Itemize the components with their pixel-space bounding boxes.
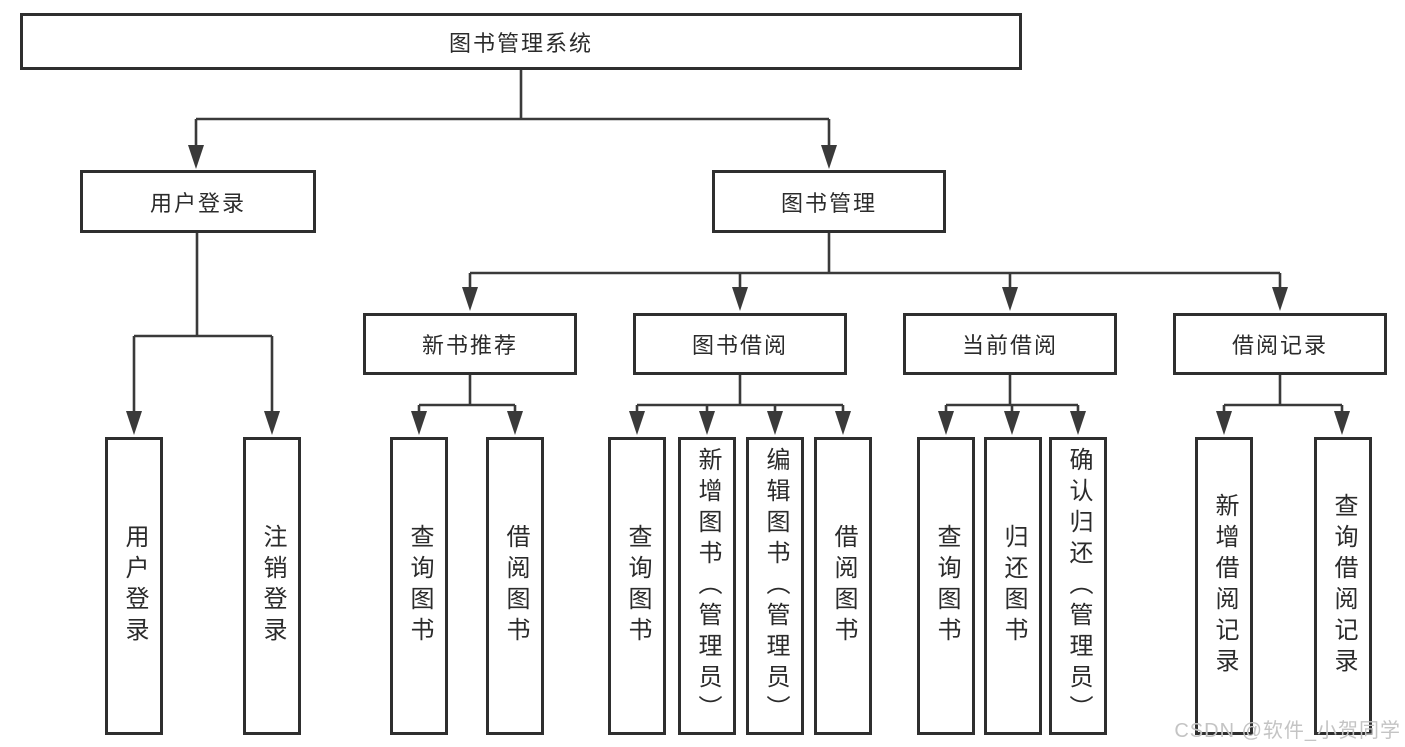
node-label: 查询图书	[624, 524, 651, 648]
leaf-borrow-books-recommend: 借阅图书	[486, 437, 544, 735]
node-borrowing-records: 借阅记录	[1173, 313, 1387, 375]
node-label: 查询借阅记录	[1330, 493, 1357, 679]
node-label: 新增借阅记录	[1211, 493, 1238, 679]
leaf-add-borrow-record: 新增借阅记录	[1195, 437, 1253, 735]
node-label: 查询图书	[933, 524, 960, 648]
node-label: 用户登录	[121, 524, 148, 648]
node-label: 图书管理系统	[448, 30, 593, 56]
leaf-query-books-recommend: 查询图书	[390, 437, 448, 735]
arrowhead-icons	[126, 145, 1350, 435]
leaf-confirm-return-admin: 确认归还（管理员）	[1049, 437, 1107, 735]
node-label: 借阅记录	[1231, 333, 1328, 358]
node-book-management: 图书管理	[712, 170, 946, 233]
leaf-borrow-books-borrowing: 借阅图书	[814, 437, 872, 735]
tree-branch-lines	[132, 69, 1344, 414]
node-book-borrowing: 图书借阅	[633, 313, 847, 375]
node-label: 查询图书	[406, 524, 433, 648]
leaf-query-books-borrowing: 查询图书	[608, 437, 666, 735]
node-new-book-recommendation: 新书推荐	[363, 313, 577, 375]
node-label: 借阅图书	[502, 524, 529, 648]
csdn-watermark: CSDN @软件_小贺同学	[1174, 720, 1401, 742]
node-label: 确认归还（管理员）	[1065, 446, 1092, 726]
node-current-borrowing: 当前借阅	[903, 313, 1117, 375]
leaf-logout: 注销登录	[243, 437, 301, 735]
leaf-query-books-current: 查询图书	[917, 437, 975, 735]
node-label: 编辑图书（管理员）	[762, 446, 789, 726]
leaf-add-book-admin: 新增图书（管理员）	[678, 437, 736, 735]
leaf-return-books: 归还图书	[984, 437, 1042, 735]
leaf-query-borrow-record: 查询借阅记录	[1314, 437, 1372, 735]
node-label: 注销登录	[259, 524, 286, 648]
node-label: 用户登录	[149, 190, 246, 216]
leaf-user-login: 用户登录	[105, 437, 163, 735]
node-label: 新增图书（管理员）	[694, 446, 721, 726]
leaf-edit-book-admin: 编辑图书（管理员）	[746, 437, 804, 735]
node-user-login: 用户登录	[80, 170, 316, 233]
node-label: 图书管理	[780, 190, 877, 216]
node-label: 新书推荐	[421, 333, 518, 358]
node-label: 借阅图书	[830, 524, 857, 648]
node-label: 归还图书	[1000, 524, 1027, 648]
node-label: 图书借阅	[691, 333, 788, 358]
node-library-management-system: 图书管理系统	[20, 13, 1022, 70]
node-label: 当前借阅	[961, 333, 1058, 358]
